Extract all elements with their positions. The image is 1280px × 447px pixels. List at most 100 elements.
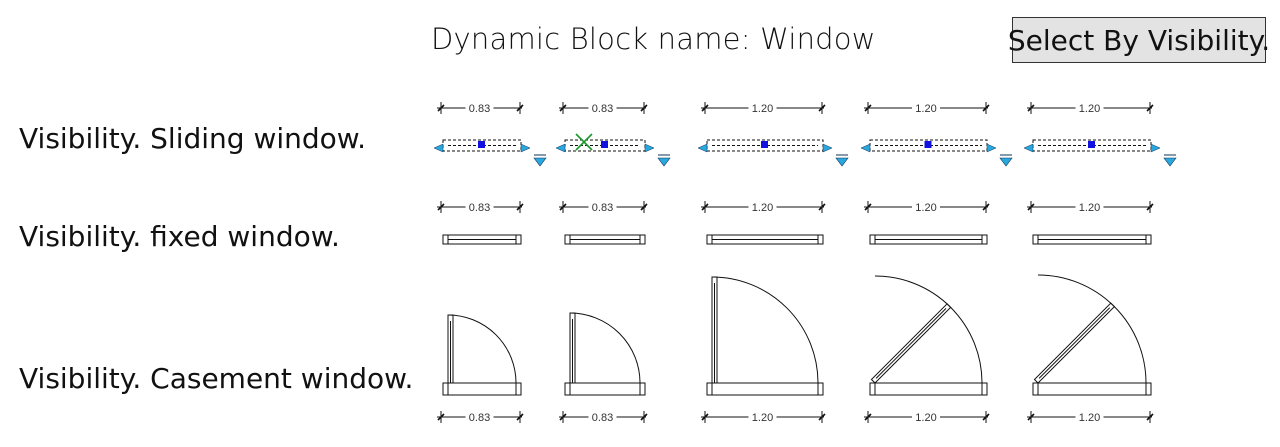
stretch-grip-left[interactable]: [555, 143, 566, 153]
dimension-slash: [516, 413, 524, 421]
center-grip[interactable]: [601, 141, 608, 148]
dimension: 1.20: [1027, 411, 1154, 424]
center-grip[interactable]: [924, 141, 932, 148]
casement-window: [706, 276, 824, 396]
dimension-slash: [437, 203, 445, 211]
stretch-grip-right[interactable]: [520, 143, 531, 153]
dimension-value: 1.20: [752, 412, 773, 424]
dimension-slash: [640, 104, 648, 112]
stretch-grip-left[interactable]: [433, 143, 444, 153]
stretch-grip-right[interactable]: [822, 143, 833, 153]
dimension-slash: [864, 413, 872, 421]
dimension-value: 0.83: [592, 412, 613, 424]
visibility-grip-triangle-icon[interactable]: [999, 154, 1013, 167]
center-grip[interactable]: [761, 141, 768, 148]
sliding-window: [555, 133, 671, 167]
sliding-window: [1023, 139, 1177, 167]
dimension-slash: [559, 104, 567, 112]
swing-arc: [447, 314, 517, 384]
dimension-slash: [818, 203, 826, 211]
dimension-slash: [1146, 203, 1154, 211]
sill: [706, 382, 824, 396]
visibility-triangle: [1163, 157, 1177, 167]
dimension-value: 0.83: [592, 202, 613, 214]
visibility-triangle: [657, 157, 671, 167]
dimension: 1.20: [1027, 102, 1154, 115]
row-label-casement: Visibility. Casement window.: [19, 362, 414, 395]
dimension-slash: [982, 413, 990, 421]
window-frame: [564, 234, 646, 245]
stretch-grip-right[interactable]: [986, 143, 997, 153]
dimension-value: 1.20: [915, 103, 936, 115]
dimension-slash: [818, 104, 826, 112]
dimension: 1.20: [864, 411, 990, 424]
dim-text-bg: [465, 411, 494, 423]
center-grip[interactable]: [1088, 141, 1095, 148]
sill: [1032, 382, 1152, 396]
sash-frame: [870, 303, 952, 384]
dimension-value: 0.83: [469, 103, 490, 115]
dimension: 0.83: [437, 411, 524, 424]
window-frame: [869, 234, 988, 245]
dimension: 1.20: [701, 411, 826, 424]
stretch-grip-right[interactable]: [1150, 143, 1161, 153]
stretch-grip-left[interactable]: [1023, 143, 1034, 153]
dimension: 0.83: [437, 102, 524, 115]
stretch-grip-left[interactable]: [697, 143, 708, 153]
dimension-value: 0.83: [592, 103, 613, 115]
sliding-window: [697, 139, 849, 167]
dimension: 1.20: [864, 201, 990, 214]
visibility-grip-triangle-icon[interactable]: [657, 154, 671, 167]
row-label-sliding: Visibility. Sliding window.: [19, 122, 367, 155]
dimension-slash: [701, 413, 709, 421]
dimension-value: 1.20: [1079, 412, 1100, 424]
fixed-window: [564, 234, 646, 245]
sliding-window: [433, 139, 547, 167]
dim-text-bg: [748, 201, 777, 213]
visibility-grip-triangle-icon[interactable]: [533, 154, 547, 167]
dimension-slash: [982, 203, 990, 211]
dimension-value: 1.20: [915, 412, 936, 424]
dimension-slash: [701, 203, 709, 211]
dimension-slash: [640, 413, 648, 421]
sash-angled: [870, 303, 952, 384]
dimension-slash: [1027, 203, 1035, 211]
center-grip[interactable]: [478, 141, 485, 148]
dim-text-bg: [465, 201, 494, 213]
dim-text-bg: [748, 411, 777, 423]
stretch-grip-right[interactable]: [644, 143, 655, 153]
dimension-slash: [559, 413, 567, 421]
dim-text-bg: [912, 201, 940, 213]
dim-text-bg: [912, 411, 940, 423]
dimension-slash: [864, 104, 872, 112]
dimension: 1.20: [864, 102, 990, 115]
swing-arc: [711, 276, 819, 384]
visibility-grip-triangle-icon[interactable]: [835, 154, 849, 167]
dimension-slash: [864, 203, 872, 211]
visibility-grip-triangle-icon[interactable]: [1163, 154, 1177, 167]
fixed-window: [442, 234, 522, 245]
dimension-slash: [1027, 104, 1035, 112]
dim-text-bg: [748, 102, 777, 114]
select-by-visibility-button[interactable]: Select By Visibility.: [1008, 17, 1270, 63]
dim-text-bg: [588, 201, 617, 213]
dimension-slash: [640, 203, 648, 211]
dimension-slash: [701, 104, 709, 112]
dimension-slash: [1146, 104, 1154, 112]
stretch-grip-left[interactable]: [860, 143, 871, 153]
dimension-slash: [1027, 413, 1035, 421]
sash-frame: [1033, 302, 1116, 384]
dimension: 0.83: [559, 411, 648, 424]
sill: [442, 382, 522, 396]
dimension: 0.83: [559, 201, 648, 214]
dimension-slash: [1146, 413, 1154, 421]
dimension: 1.20: [701, 201, 826, 214]
sill: [869, 382, 988, 396]
dimension-value: 1.20: [752, 103, 773, 115]
fixed-window: [1032, 234, 1152, 245]
casement-window: [442, 314, 522, 396]
dim-text-bg: [1075, 411, 1104, 423]
casement-window: [1032, 274, 1152, 396]
dimension-slash: [818, 413, 826, 421]
